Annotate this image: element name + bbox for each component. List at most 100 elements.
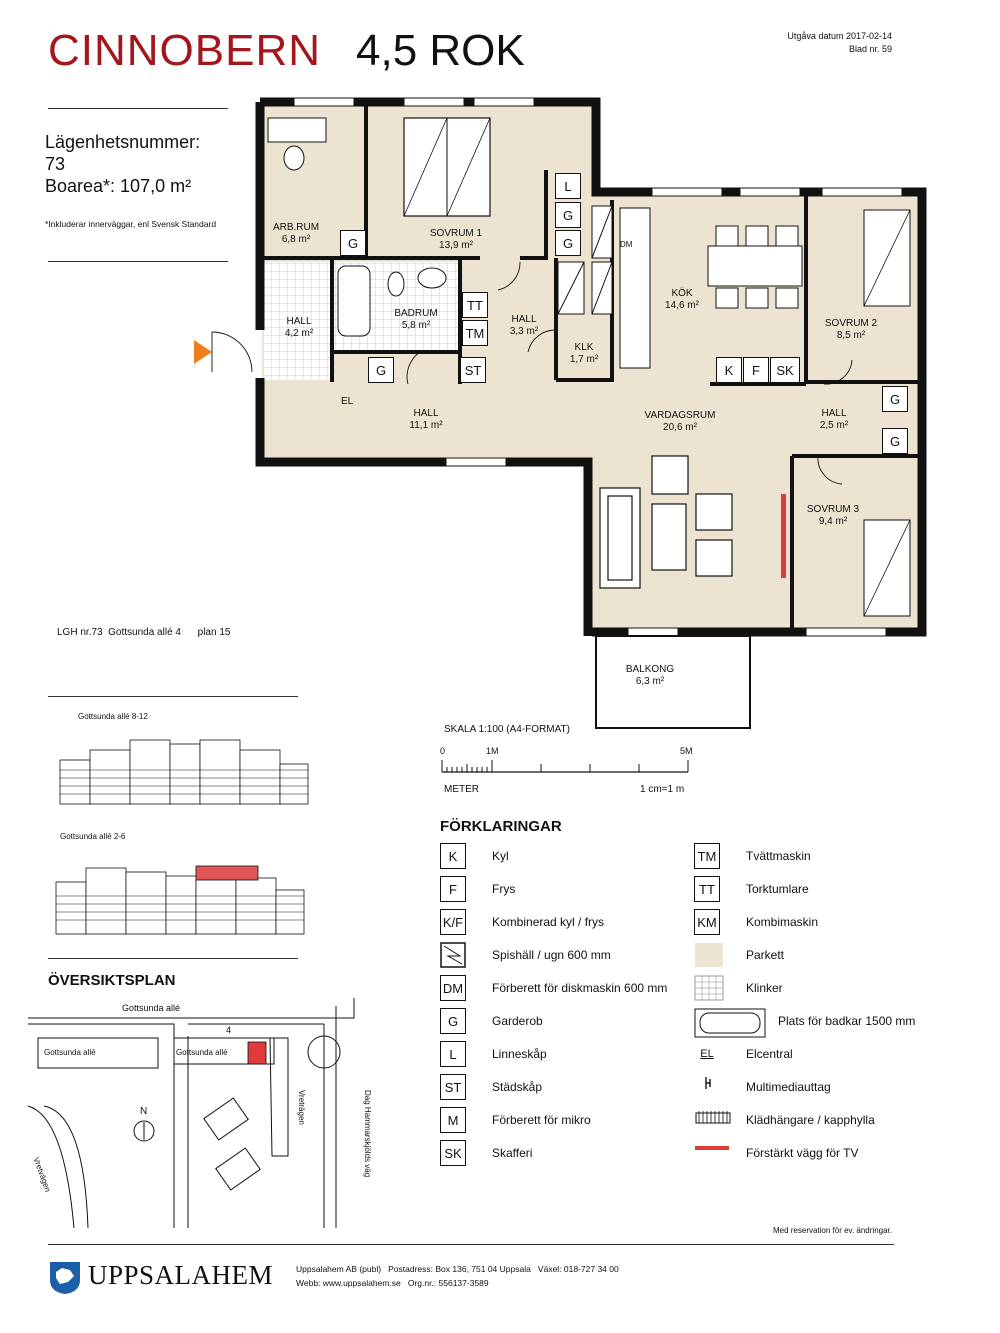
wardrobe-label: G	[368, 357, 394, 383]
legend-label: Multimediauttag	[746, 1080, 831, 1094]
hanger-icon	[694, 1107, 734, 1130]
freezer-label: F	[743, 357, 769, 383]
legend-label: Skafferi	[492, 1146, 533, 1160]
site-highlight	[247, 1041, 267, 1065]
legend-label: Kyl	[492, 849, 509, 863]
wardrobe-label: G	[340, 230, 366, 256]
apt-number: 73	[45, 154, 66, 174]
legend-label: Kombinerad kyl / frys	[492, 915, 605, 929]
legend-label: Linneskåp	[492, 1047, 547, 1061]
fridge-label: K	[716, 357, 742, 383]
project-title: CINNOBERN	[48, 26, 322, 75]
floor-plan	[194, 97, 927, 729]
scale-one: 1M	[486, 746, 499, 756]
scale-five: 5M	[680, 746, 693, 756]
north-label: N	[140, 1106, 148, 1117]
legend-label: Frys	[492, 882, 516, 896]
disclaimer: Med reservation för ev. ändringar.	[772, 1226, 892, 1235]
uppsalahem-logo-icon	[50, 1262, 80, 1294]
divider	[48, 958, 298, 959]
legend-label: Städskåp	[492, 1080, 543, 1094]
footer-line2: Webb: www.uppsalahem.se Org.nr.: 556137-…	[296, 1278, 489, 1288]
legend-code: DM	[440, 975, 466, 1001]
street-right: Dag Hammarskjölds väg	[363, 1090, 372, 1178]
legend-label: Klädhängare / kapphylla	[746, 1113, 875, 1127]
legend-label: Klinker	[746, 981, 783, 995]
building-top-caption: Gottsunda allé 8-12	[78, 712, 148, 721]
issue-date: Utgåva datum 2017-02-14	[787, 31, 892, 41]
legend-code: K	[440, 843, 466, 869]
sheet-number: Blad nr. 59	[848, 44, 892, 54]
legend-label: Förberett för mikro	[492, 1113, 591, 1127]
legend-code: TM	[694, 843, 720, 869]
legend-label: Spishäll / ugn 600 mm	[492, 948, 611, 962]
legend-label: Plats för badkar 1500 mm	[778, 1014, 916, 1028]
footer-line1: Uppsalahem AB (publ) Postadress: Box 136…	[296, 1264, 619, 1274]
legend-title: FÖRKLARINGAR	[440, 818, 562, 835]
building-top-diagram	[59, 739, 309, 805]
dryer-label: TT	[462, 292, 488, 318]
scale-title: SKALA 1:100 (A4-FORMAT)	[444, 724, 570, 735]
brand-name: UPPSALAHEM	[88, 1260, 274, 1290]
scale-ratio: 1 cm=1 m	[640, 784, 685, 795]
divider	[48, 261, 228, 262]
legend-code: K/F	[440, 909, 466, 935]
wardrobe-label: G	[882, 428, 908, 454]
stove-icon	[440, 942, 466, 973]
scale-zero: 0	[440, 746, 446, 756]
divider	[48, 696, 298, 697]
site-plan-title: ÖVERSIKTSPLAN	[48, 972, 176, 989]
divider	[48, 108, 228, 109]
wardrobe-label: G	[555, 230, 581, 256]
site-block-number: 4	[226, 1025, 232, 1035]
legend-label: Garderob	[492, 1014, 543, 1028]
wardrobe-label: G	[555, 202, 581, 228]
legend-code: KM	[694, 909, 720, 935]
site-block-b: Gottsunda allé	[176, 1048, 228, 1057]
building-bottom-diagram	[55, 865, 305, 935]
entry-arrow	[194, 340, 212, 364]
tv-wall-icon	[694, 1140, 730, 1158]
legend-code: EL	[694, 1041, 720, 1067]
scale-meter: METER	[444, 784, 479, 795]
area-footnote: *Inkluderar innerväggar, enl Svensk Stan…	[45, 219, 217, 229]
street-inner: Vreträgen	[297, 1090, 306, 1125]
legend-code: F	[440, 876, 466, 902]
apartment-type: 4,5 ROK	[356, 26, 525, 75]
scale-bar	[441, 760, 689, 773]
legend-label: Kombimaskin	[746, 915, 819, 929]
site-block-a: Gottsunda allé	[44, 1048, 96, 1057]
legend-code: SK	[440, 1140, 466, 1166]
wardrobe-label: G	[882, 386, 908, 412]
site-plan-map	[27, 998, 355, 1228]
parquet-swatch	[694, 942, 724, 973]
bathtub-icon	[694, 1008, 766, 1043]
legend-label: Elcentral	[746, 1047, 793, 1061]
cleaning-label: ST	[460, 357, 486, 383]
legend-label: Parkett	[746, 948, 785, 962]
electrical-label: EL	[341, 396, 354, 407]
divider	[48, 1244, 894, 1245]
tile-swatch	[694, 975, 724, 1006]
location-text: LGH nr.73 Gottsunda allé 4 plan 15	[57, 627, 231, 638]
street-top: Gottsunda allé	[122, 1003, 181, 1013]
legend-label: Torktumlare	[746, 882, 809, 896]
linen-label: L	[555, 173, 581, 199]
media-outlet-icon	[694, 1074, 724, 1097]
legend-code: L	[440, 1041, 466, 1067]
exterior-wall	[255, 102, 593, 636]
legend-label: Förstärkt vägg för TV	[746, 1146, 859, 1160]
legend-code: M	[440, 1107, 466, 1133]
legend-code: ST	[440, 1074, 466, 1100]
